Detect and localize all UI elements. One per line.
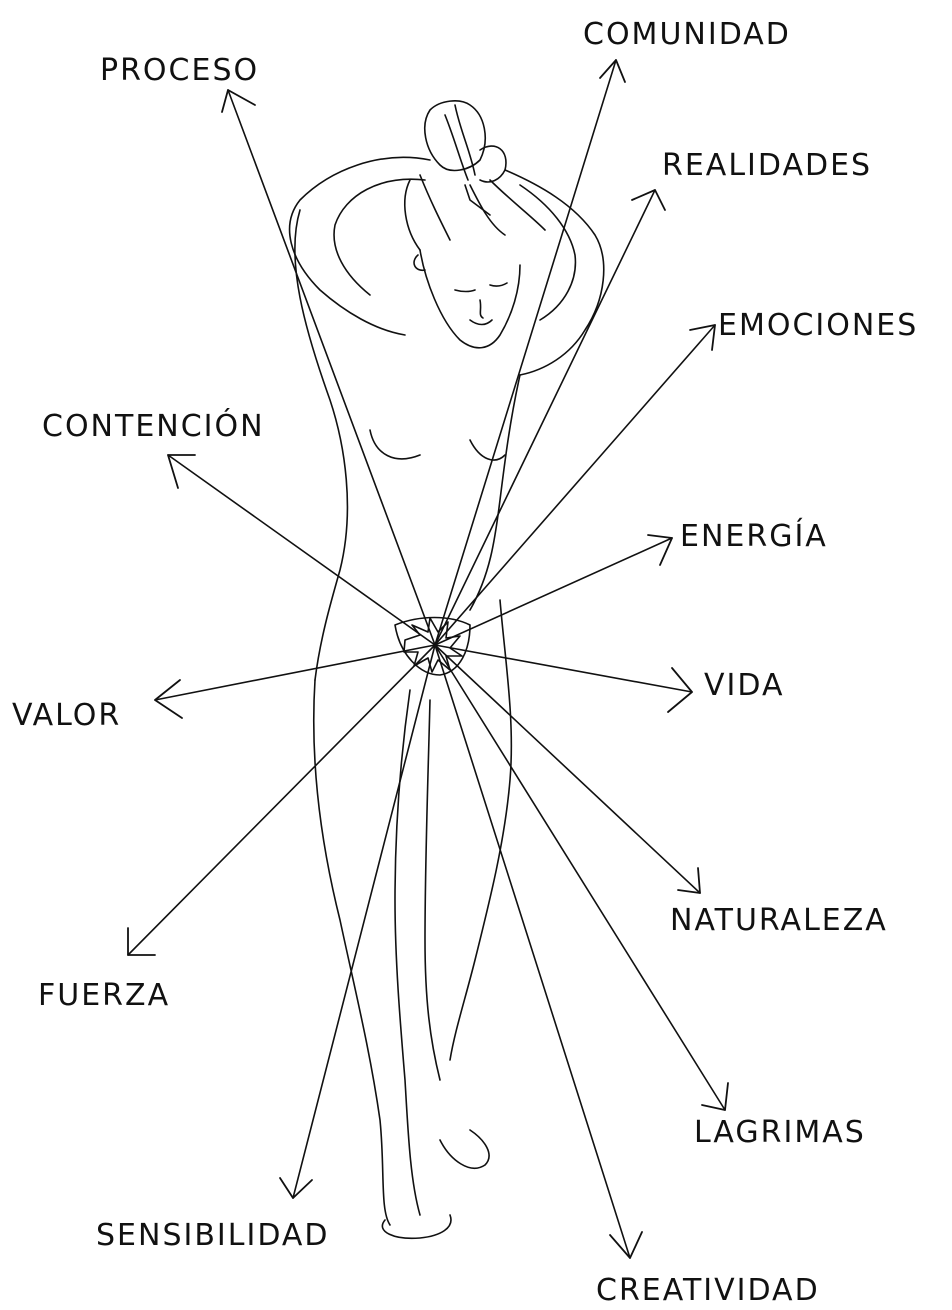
ray-proceso [228, 90, 435, 645]
ray-energia [435, 538, 672, 645]
label-proceso: PROCESO [100, 53, 259, 88]
ray-vida [435, 645, 692, 692]
ray-lagrimas [435, 645, 725, 1110]
label-lagrimas: LAGRIMAS [694, 1115, 866, 1150]
label-valor: VALOR [12, 698, 121, 733]
labels: PROCESO COMUNIDAD REALIDADES EMOCIONES C… [12, 17, 918, 1308]
ray-valor [155, 645, 435, 700]
label-realidades: REALIDADES [662, 148, 872, 183]
label-sensibilidad: SENSIBILIDAD [96, 1218, 330, 1253]
label-naturaleza: NATURALEZA [670, 903, 888, 938]
ray-realidades [435, 190, 655, 645]
label-emociones: EMOCIONES [718, 308, 918, 343]
female-figure-drawing [290, 101, 604, 1238]
label-contencion: CONTENCIÓN [42, 407, 265, 444]
ray-fuerza [128, 645, 435, 955]
ray-emociones [435, 325, 715, 645]
label-comunidad: COMUNIDAD [583, 17, 791, 52]
label-vida: VIDA [704, 668, 784, 703]
label-fuerza: FUERZA [38, 978, 170, 1013]
ray-contencion [168, 455, 435, 645]
label-energia: ENERGÍA [680, 518, 828, 554]
ray-comunidad [435, 60, 616, 645]
label-creatividad: CREATIVIDAD [596, 1273, 820, 1308]
